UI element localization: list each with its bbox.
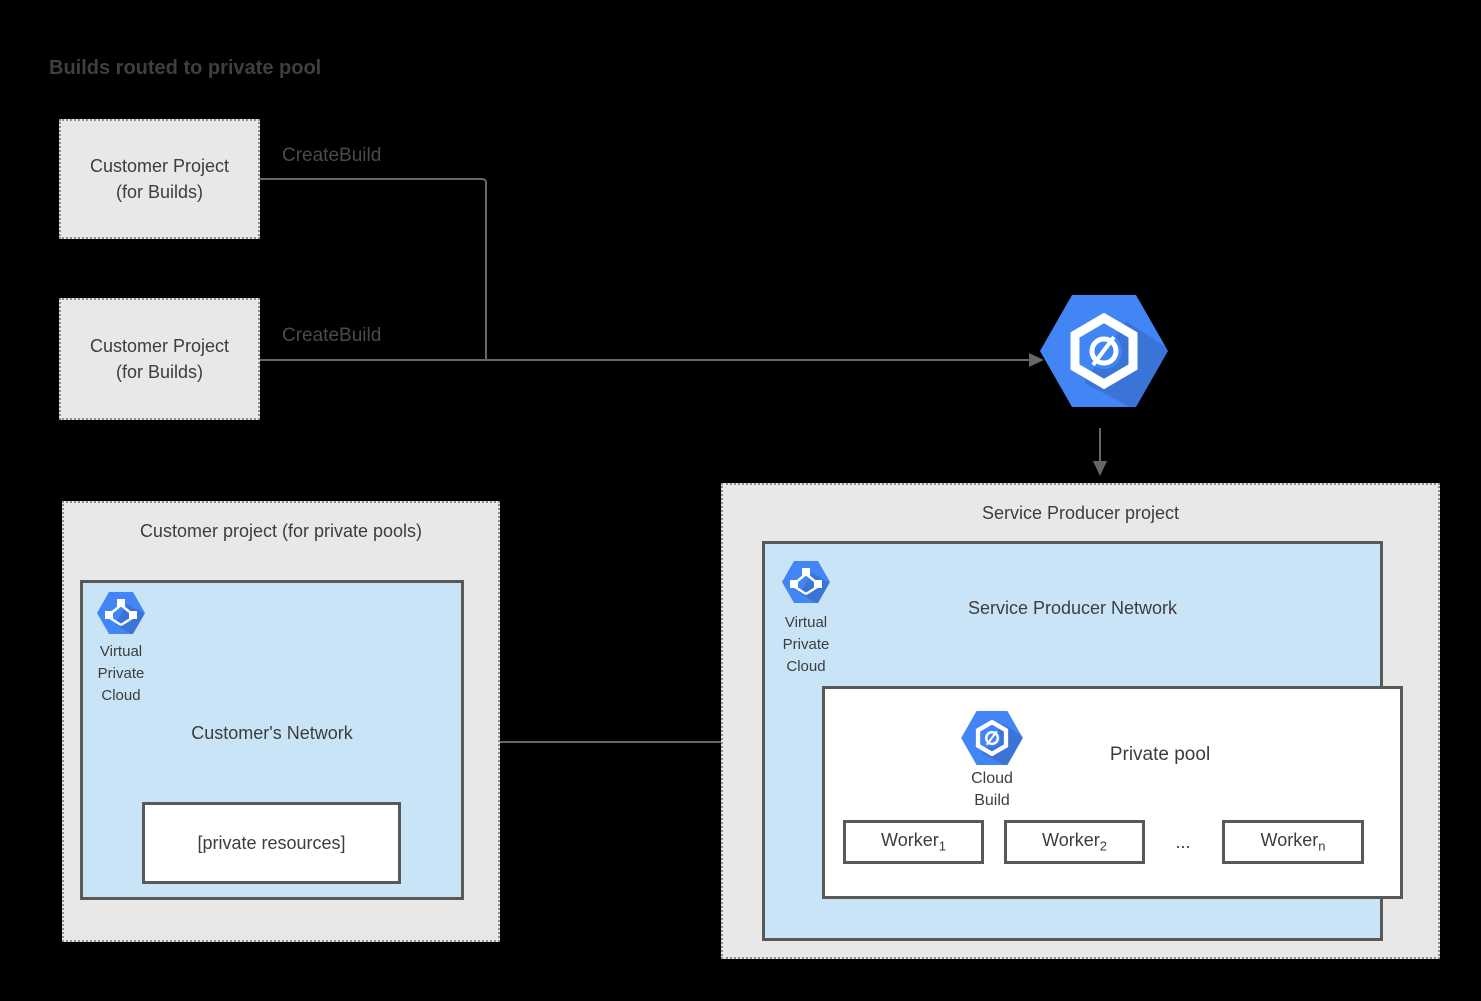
vpc-icon-label: Virtual Private Cloud xyxy=(71,641,171,707)
private-resources-label: [private resources] xyxy=(197,832,346,853)
cloud-build-label-line2: Build xyxy=(974,792,1010,809)
service-producer-network-box: Virtual Private Cloud Service Producer N… xyxy=(762,541,1403,941)
customer-project-builds-label-line1: Customer Project xyxy=(89,156,230,176)
vpc-label-line1: Virtual xyxy=(784,614,828,631)
customer-project-builds-box-2: Customer Project (for Builds) xyxy=(59,298,260,420)
worker-label: Worker2 xyxy=(1042,830,1107,854)
customer-network-box: Virtual Private Cloud Customer's Network… xyxy=(80,580,464,900)
private-resources-box: [private resources] xyxy=(142,802,401,884)
customer-network-title: Customer's Network xyxy=(191,723,353,743)
vpc-label-line3: Cloud xyxy=(101,687,141,704)
worker-box-1: Worker1 xyxy=(843,820,984,864)
customer-project-builds-label-line2: (for Builds) xyxy=(115,362,204,382)
cloud-build-icon-small xyxy=(961,711,1023,765)
service-producer-project-box: Service Producer project Virtual Private… xyxy=(721,483,1440,959)
cloud-build-icon-label: Cloud Build xyxy=(942,768,1042,812)
vpc-icon xyxy=(97,592,145,634)
service-producer-project-title: Service Producer project xyxy=(981,503,1180,523)
createbuild-label-2: CreateBuild xyxy=(282,325,382,346)
customer-project-builds-label-line2: (for Builds) xyxy=(115,182,204,202)
vpc-label-line3: Cloud xyxy=(786,658,826,675)
vpc-icon xyxy=(782,561,830,603)
private-pool-title: Private pool xyxy=(1109,744,1211,765)
createbuild-label-1: CreateBuild xyxy=(282,145,382,166)
vpc-label-line2: Private xyxy=(782,636,830,653)
worker-label: Workern xyxy=(1260,830,1326,854)
diagram-title: Builds routed to private pool xyxy=(49,57,322,79)
worker-ellipsis: ... xyxy=(1175,832,1191,852)
arrowhead-down-icon xyxy=(1093,461,1107,476)
cloud-build-label-line1: Cloud xyxy=(971,770,1013,787)
customer-pool-project-box: Customer project (for private pools) Vir… xyxy=(62,501,500,942)
vpc-icon-label: Virtual Private Cloud xyxy=(756,612,856,678)
private-pool-box: Cloud Build Private pool Worker1 Worker2… xyxy=(822,686,1403,899)
service-producer-network-title: Service Producer Network xyxy=(967,598,1178,618)
vpc-label-line1: Virtual xyxy=(99,643,143,660)
customer-pool-project-title: Customer project (for private pools) xyxy=(139,521,423,541)
vpc-label-line2: Private xyxy=(97,665,145,682)
customer-project-builds-label-line1: Customer Project xyxy=(89,336,230,356)
connector-createbuild-1 xyxy=(260,178,487,359)
worker-box-2: Worker2 xyxy=(1004,820,1145,864)
arrowhead-right-icon xyxy=(1029,353,1044,367)
customer-project-builds-box-1: Customer Project (for Builds) xyxy=(59,119,260,239)
worker-box-n: Workern xyxy=(1222,820,1364,864)
worker-label: Worker1 xyxy=(881,830,946,854)
cloud-build-icon xyxy=(1040,295,1168,407)
